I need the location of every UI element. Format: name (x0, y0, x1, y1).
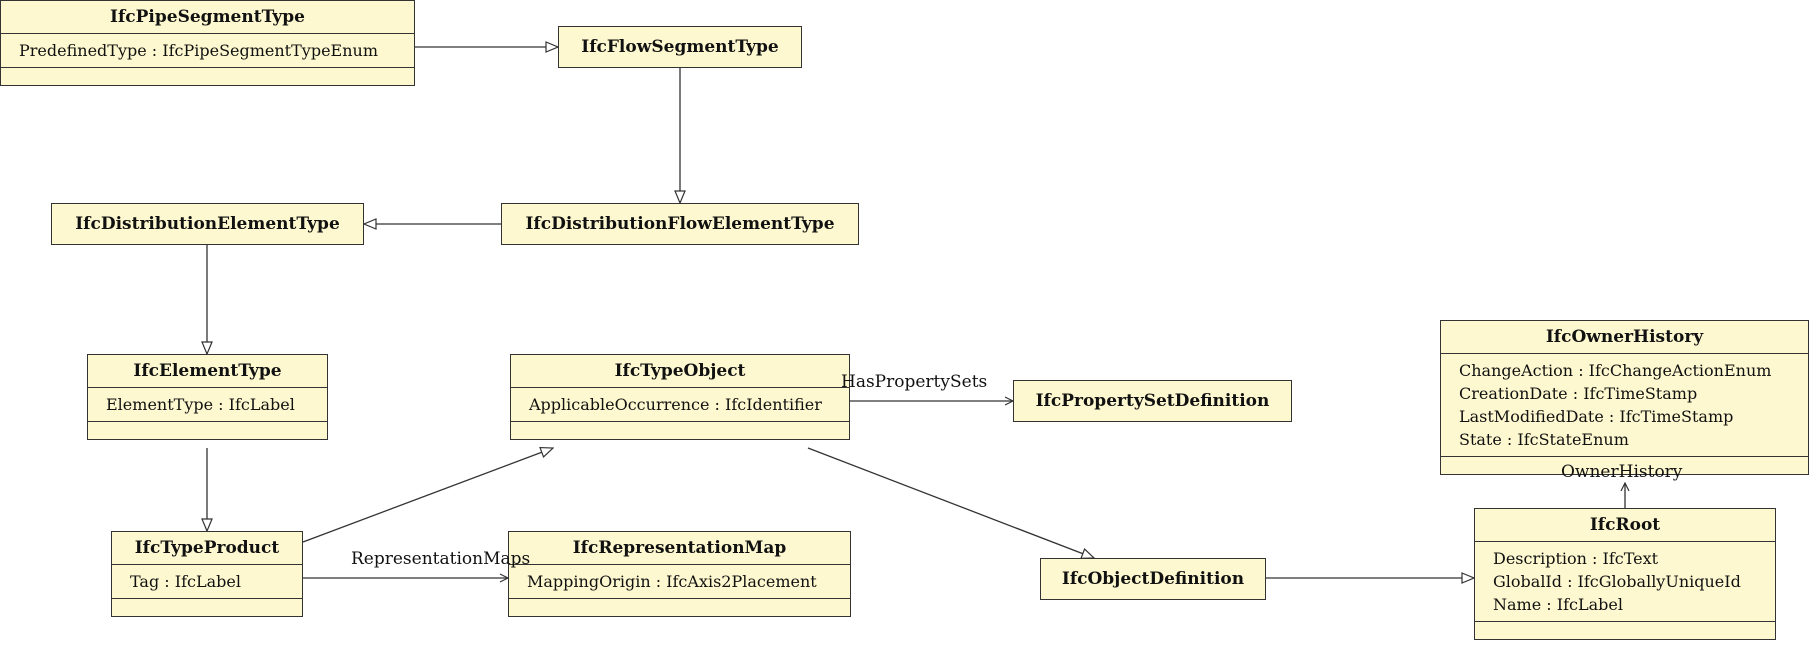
operation-compartment (1441, 456, 1808, 474)
edge-label-representationmaps: RepresentationMaps (351, 549, 531, 569)
class-ifcelementtype[interactable]: IfcElementType ElementType : IfcLabel (87, 354, 328, 440)
operation-compartment (509, 598, 850, 616)
attribute-compartment: ApplicableOccurrence : IfcIdentifier (511, 387, 849, 421)
class-ifcflowsegmenttype[interactable]: IfcFlowSegmentType (558, 26, 802, 68)
attribute: Description : IfcText (1493, 549, 1659, 568)
class-name: IfcTypeObject (614, 361, 746, 381)
attribute: Tag : IfcLabel (130, 572, 241, 591)
attribute-compartment: Description : IfcText GlobalId : IfcGlob… (1475, 541, 1775, 621)
attribute-compartment: ElementType : IfcLabel (88, 387, 327, 421)
class-name: IfcPipeSegmentType (110, 7, 305, 27)
attribute: State : IfcStateEnum (1459, 430, 1629, 449)
edge-label-ownerhistory: OwnerHistory (1561, 462, 1683, 482)
attribute-compartment: Tag : IfcLabel (112, 564, 302, 598)
attribute: Name : IfcLabel (1493, 595, 1623, 614)
class-ifcroot[interactable]: IfcRoot Description : IfcText GlobalId :… (1474, 508, 1776, 640)
attribute: CreationDate : IfcTimeStamp (1459, 384, 1698, 403)
class-ifctypeobject[interactable]: IfcTypeObject ApplicableOccurrence : Ifc… (510, 354, 850, 440)
class-ifcdistributionelementtype[interactable]: IfcDistributionElementType (51, 203, 364, 245)
class-ifcpropertysetdefinition[interactable]: IfcPropertySetDefinition (1013, 380, 1292, 422)
class-name: IfcOwnerHistory (1545, 327, 1704, 347)
class-name: IfcDistributionFlowElementType (525, 214, 835, 234)
class-name: IfcPropertySetDefinition (1035, 391, 1270, 411)
class-ifctypeproduct[interactable]: IfcTypeProduct Tag : IfcLabel (111, 531, 303, 617)
generalization-typeobject-to-objectdefinition (807, 447, 1094, 558)
operation-compartment (88, 421, 327, 439)
class-name: IfcDistributionElementType (75, 214, 340, 234)
class-name: IfcTypeProduct (134, 538, 280, 558)
operation-compartment (1475, 621, 1775, 639)
attribute: ElementType : IfcLabel (106, 395, 295, 414)
class-ifcrepresentationmap[interactable]: IfcRepresentationMap MappingOrigin : Ifc… (508, 531, 851, 617)
edge-label-haspropertysets: HasPropertySets (841, 372, 988, 392)
class-name: IfcElementType (133, 361, 282, 381)
generalization-typeproduct-to-typeobject (302, 448, 553, 543)
attribute: MappingOrigin : IfcAxis2Placement (527, 572, 817, 591)
class-ifcobjectdefinition[interactable]: IfcObjectDefinition (1040, 558, 1266, 600)
class-name: IfcObjectDefinition (1061, 569, 1245, 589)
class-ifcpipesegmenttype[interactable]: IfcPipeSegmentType PredefinedType : IfcP… (0, 0, 415, 86)
operation-compartment (1, 67, 414, 85)
attribute: LastModifiedDate : IfcTimeStamp (1459, 407, 1734, 426)
class-ifcdistributionflowelementtype[interactable]: IfcDistributionFlowElementType (501, 203, 859, 245)
class-ifcownerhistory[interactable]: IfcOwnerHistory ChangeAction : IfcChange… (1440, 320, 1809, 475)
attribute: ChangeAction : IfcChangeActionEnum (1459, 361, 1772, 380)
attribute: ApplicableOccurrence : IfcIdentifier (529, 395, 822, 414)
attribute-compartment: ChangeAction : IfcChangeActionEnum Creat… (1441, 353, 1808, 456)
attribute-compartment: PredefinedType : IfcPipeSegmentTypeEnum (1, 33, 414, 67)
class-name: IfcRoot (1589, 515, 1661, 535)
class-name: IfcRepresentationMap (572, 538, 787, 558)
attribute: GlobalId : IfcGloballyUniqueId (1493, 572, 1741, 591)
operation-compartment (112, 598, 302, 616)
attribute-compartment: MappingOrigin : IfcAxis2Placement (509, 564, 850, 598)
class-name: IfcFlowSegmentType (581, 37, 779, 57)
attribute: PredefinedType : IfcPipeSegmentTypeEnum (19, 41, 378, 60)
operation-compartment (511, 421, 849, 439)
